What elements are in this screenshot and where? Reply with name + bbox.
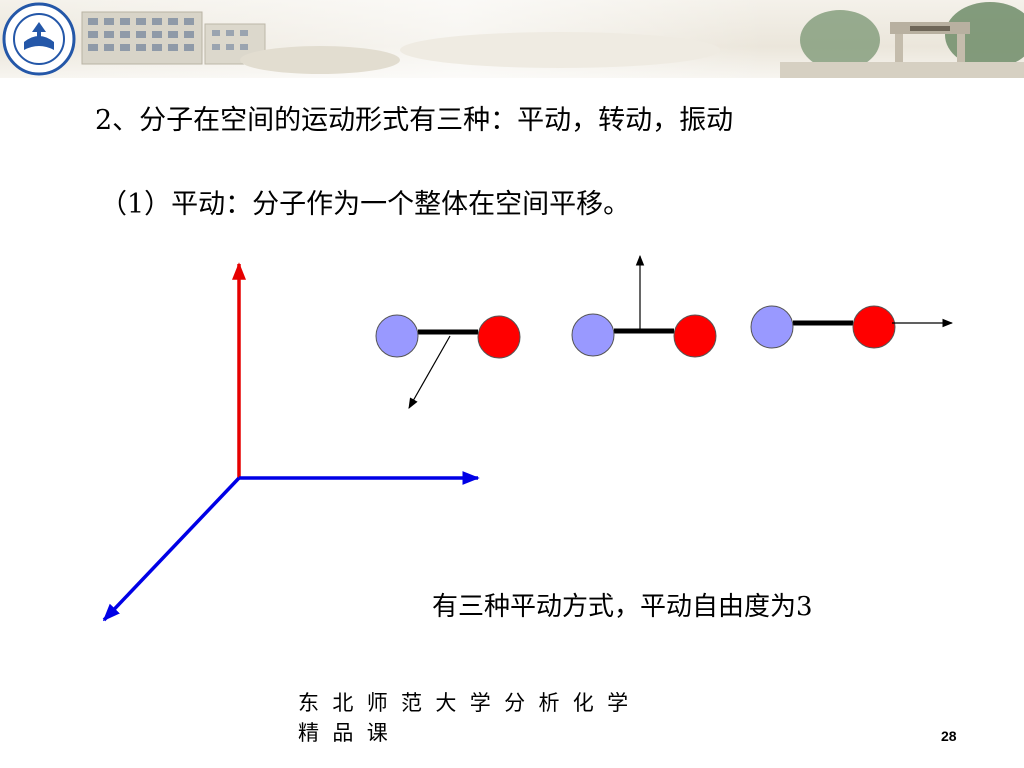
- footer-course-name: 东 北 师 范 大 学 分 析 化 学 精 品 课: [298, 688, 628, 748]
- molecule-3: [750, 305, 954, 349]
- atom-blue: [375, 314, 419, 358]
- coordinate-axes: [102, 262, 480, 622]
- footer-line-2: 精 品 课: [298, 721, 388, 745]
- axis-diagonal: [102, 476, 241, 622]
- atom-red: [673, 314, 717, 358]
- atom-red: [477, 315, 521, 359]
- header-banner: [0, 0, 1024, 78]
- university-seal-icon: [2, 2, 76, 76]
- banner-scenery: [81, 2, 1024, 78]
- molecule-1: [375, 314, 521, 409]
- footer-line-1: 东 北 师 范 大 学 分 析 化 学: [298, 691, 629, 715]
- slide-title: 2、分子在空间的运动形式有三种：平动，转动，振动: [95, 105, 734, 136]
- motion-arrow-diagonal: [408, 335, 451, 409]
- slide-subtitle: （1）平动：分子作为一个整体在空间平移。: [100, 189, 631, 220]
- atom-blue: [571, 313, 615, 357]
- atom-blue: [750, 305, 794, 349]
- molecule-2: [571, 254, 717, 358]
- translation-caption: 有三种平动方式，平动自由度为3: [432, 592, 813, 622]
- atom-red: [852, 305, 896, 349]
- page-number: 28: [941, 728, 957, 744]
